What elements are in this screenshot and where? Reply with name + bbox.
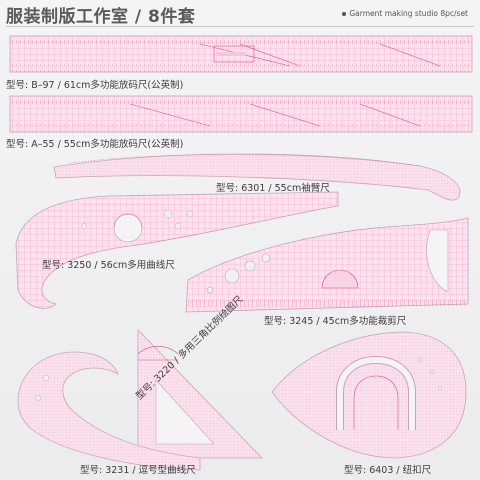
page-title: 服装制版工作室 / 8件套	[6, 7, 196, 27]
ruler-6403	[271, 331, 467, 459]
ruler-b97	[9, 35, 473, 73]
ruler-a55	[9, 95, 473, 133]
label-6301: 型号: 6301 / 55cm袖臂尺	[216, 183, 330, 194]
bullet-icon	[342, 12, 347, 16]
page-subtitle: Garment making studio 8pc/set	[342, 9, 468, 18]
label-a55: 型号: A–55 / 55cm多功能放码尺(公英制)	[6, 139, 184, 150]
ruler-3220	[137, 329, 263, 459]
ruler-6301	[53, 153, 461, 201]
label-3231: 型号: 3231 / 逗号型曲线尺	[80, 465, 196, 476]
label-b97: 型号: B–97 / 61cm多功能放码尺(公英制)	[6, 80, 184, 91]
label-6403: 型号: 6403 / 纽扣尺	[344, 465, 432, 476]
label-3250: 型号: 3250 / 56cm多用曲线尺	[42, 260, 175, 271]
label-3245: 型号: 3245 / 45cm多功能裁剪尺	[264, 316, 407, 327]
header-bar: 服装制版工作室 / 8件套 Garment making studio 8pc/…	[0, 0, 480, 28]
ruler-3231	[17, 351, 201, 471]
ruler-3245	[185, 217, 469, 313]
ruler-3250	[15, 191, 339, 309]
subtitle-text: Garment making studio 8pc/set	[349, 9, 468, 18]
title-divider	[6, 26, 474, 27]
